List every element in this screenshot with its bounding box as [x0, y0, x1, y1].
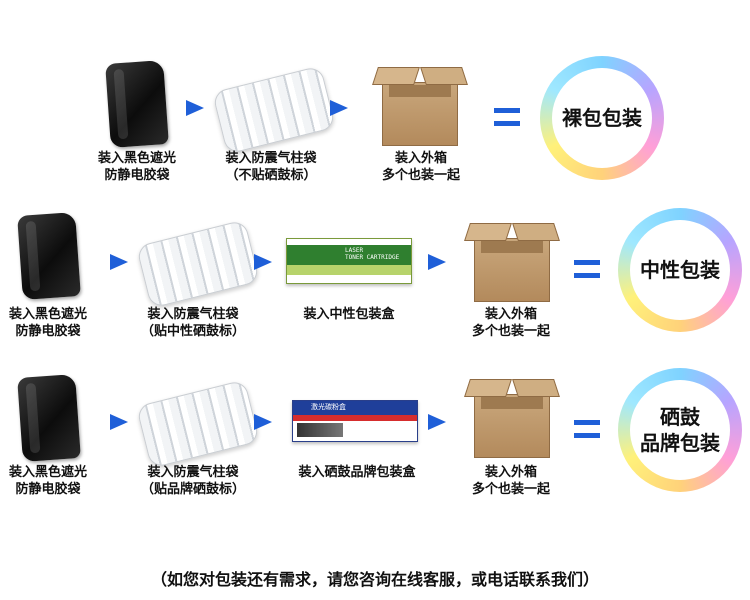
step-3-caption: 装入外箱 多个也装一起	[381, 151, 460, 183]
step-4-caption: 装入外箱 多个也装一起	[471, 307, 550, 339]
arrow-icon	[428, 414, 446, 430]
row-2: 装入黑色遮光 防静电胶袋 装入防震气柱袋 （贴中性硒鼓标） LASER TONE…	[0, 150, 750, 339]
cardboard-box-image	[372, 67, 468, 146]
neutral-box-image: LASER TONER CARTRIDGE	[286, 238, 412, 284]
step-4-caption: 装入外箱 多个也装一起	[471, 465, 550, 497]
equals-icon	[494, 108, 520, 126]
arrow-icon	[254, 414, 272, 430]
arrow-icon	[110, 254, 128, 270]
equals-icon	[574, 420, 600, 438]
air-column-bag-image	[211, 65, 337, 155]
arrow-icon	[428, 254, 446, 270]
air-column-bag-image	[135, 219, 261, 309]
black-bag-image	[17, 212, 81, 300]
step-2-caption: 装入防震气柱袋 （贴品牌硒鼓标）	[140, 465, 245, 497]
cardboard-box-image	[464, 379, 560, 458]
step-3-caption: 装入中性包装盒	[303, 307, 395, 322]
step-1-caption: 装入黑色遮光 防静电胶袋	[8, 465, 87, 497]
step-1-caption: 装入黑色遮光 防静电胶袋	[8, 307, 87, 339]
equals-icon	[574, 260, 600, 278]
step-2-caption: 装入防震气柱袋 （不贴硒鼓标）	[225, 151, 317, 183]
step-2-caption: 装入防震气柱袋 （贴中性硒鼓标）	[140, 307, 245, 339]
arrow-icon	[110, 414, 128, 430]
badge-bare-packaging: 裸包包装	[540, 56, 664, 180]
brand-box-image: 激光碳粉盒	[292, 400, 418, 442]
step-3-caption: 装入硒鼓品牌包装盒	[298, 465, 416, 480]
arrow-icon	[254, 254, 272, 270]
footer-note: （如您对包装还有需求，请您咨询在线客服，或电话联系我们）	[150, 570, 599, 589]
black-bag-image	[105, 60, 169, 148]
black-bag-image	[17, 374, 81, 462]
row-1: 装入黑色遮光 防静电胶袋 装入防震气柱袋 （不贴硒鼓标） 装入外箱 多个也装一起…	[0, 0, 750, 183]
badge-neutral-packaging: 中性包装	[618, 208, 742, 332]
arrow-icon	[330, 100, 348, 116]
row-3: 装入黑色遮光 防静电胶袋 装入防震气柱袋 （贴品牌硒鼓标） 激光碳粉盒 装入硒鼓…	[0, 310, 750, 497]
arrow-icon	[186, 100, 204, 116]
cardboard-box-image	[464, 223, 560, 302]
step-1-caption: 装入黑色遮光 防静电胶袋	[97, 151, 176, 183]
air-column-bag-image	[135, 379, 261, 469]
badge-brand-packaging: 硒鼓品牌包装	[618, 368, 742, 492]
